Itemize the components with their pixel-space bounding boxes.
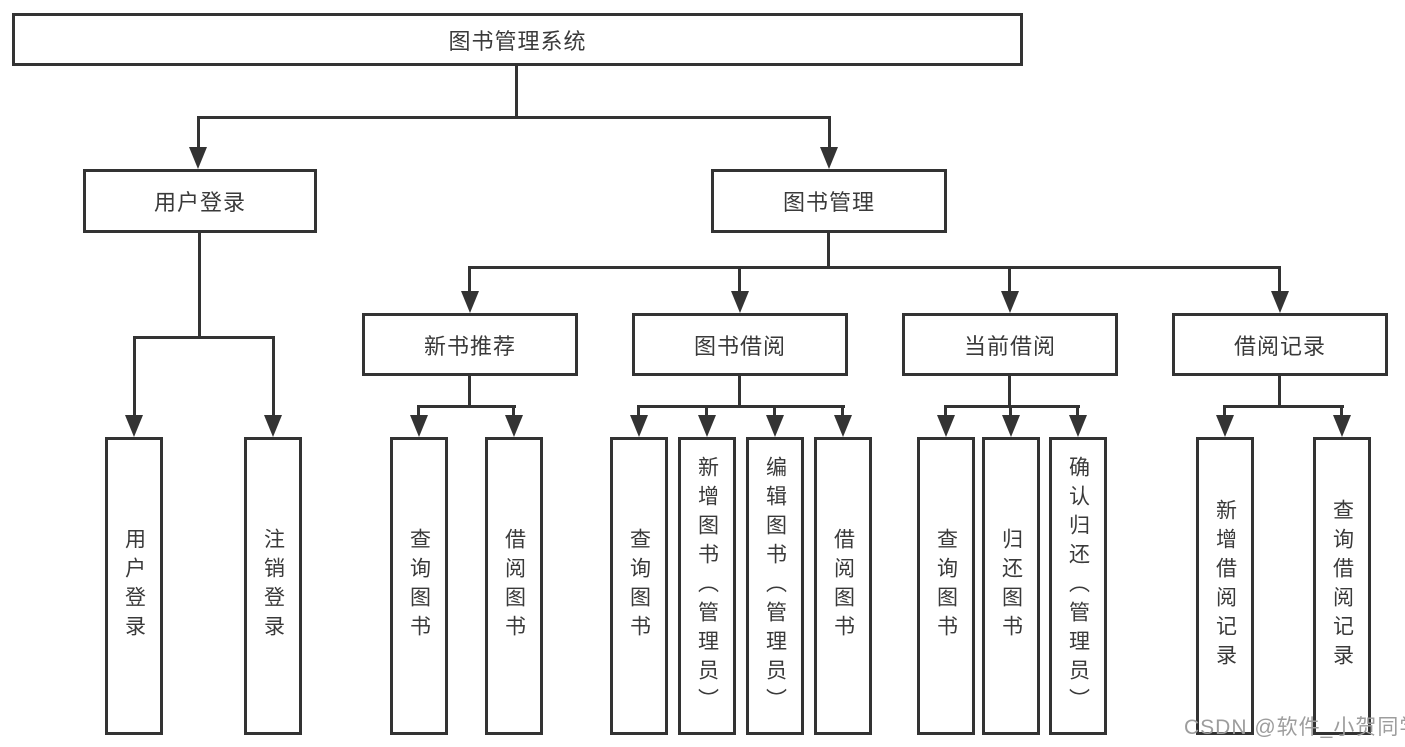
node-root-label: 图书管理系统 [448,28,587,54]
edge-record-leaf2-shaft [1340,405,1343,419]
edge-borrow-rail [638,405,845,408]
leaf-logout-label: 注销登录 [261,528,285,644]
edge-borrow-stem [738,376,741,408]
edge-mgmt-child3-shaft [1008,266,1011,295]
arrowhead-recommend-leaf1-icon [410,415,428,437]
leaf-edit-books-admin: 编辑图书（管理员） [746,437,804,735]
arrowhead-record-leaf2-icon [1333,415,1351,437]
node-user-login: 用户登录 [83,169,317,233]
arrowhead-borrow-leaf1-icon [630,415,648,437]
arrowhead-root-to-mgmt-icon [820,147,838,169]
node-book-management: 图书管理 [711,169,947,233]
leaf-query-books-recommend-label: 查询图书 [407,528,431,644]
node-book-borrow: 图书借阅 [632,313,848,376]
leaf-user-login: 用户登录 [105,437,163,735]
arrowhead-borrow-leaf2-icon [698,415,716,437]
leaf-borrow-books: 借阅图书 [814,437,872,735]
node-new-book-recommend-label: 新书推荐 [423,333,516,359]
leaf-query-borrow-record: 查询借阅记录 [1313,437,1371,735]
edge-record-leaf1-shaft [1223,405,1226,419]
arrowhead-mgmt-child4-icon [1271,291,1289,313]
node-borrow-record-label: 借阅记录 [1233,333,1326,359]
edge-user-leaf2-shaft [272,336,275,420]
edge-mgmt-rail [469,266,1281,269]
node-current-borrow: 当前借阅 [902,313,1118,376]
arrowhead-mgmt-child1-icon [461,291,479,313]
edge-borrow-leaf4-shaft [841,405,844,419]
edge-root-stem [515,66,518,117]
leaf-borrow-books-recommend: 借阅图书 [485,437,543,735]
arrowhead-borrow-leaf4-icon [834,415,852,437]
node-current-borrow-label: 当前借阅 [963,333,1056,359]
arrowhead-mgmt-child3-icon [1001,291,1019,313]
edge-borrow-leaf2-shaft [705,405,708,419]
edge-borrow-leaf1-shaft [637,405,640,419]
leaf-confirm-return-admin: 确认归还（管理员） [1049,437,1107,735]
leaf-query-books-recommend: 查询图书 [390,437,448,735]
leaf-confirm-return-admin-label: 确认归还（管理员） [1066,455,1090,717]
csdn-watermark: CSDN @软件_小贺同学 [1184,716,1405,739]
arrowhead-root-to-user-icon [189,147,207,169]
edge-mgmt-child4-shaft [1278,266,1281,295]
edge-mgmt-stem [827,233,830,269]
arrowhead-user-leaf1-icon [125,415,143,437]
arrowhead-mgmt-child2-icon [731,291,749,313]
leaf-query-books-borrow: 查询图书 [610,437,668,735]
edge-mgmt-child1-shaft [468,266,471,295]
arrowhead-current-leaf2-icon [1002,415,1020,437]
leaf-edit-books-admin-label: 编辑图书（管理员） [763,455,787,717]
arrowhead-recommend-leaf2-icon [505,415,523,437]
edge-recommend-leaf2-shaft [512,405,515,419]
leaf-logout: 注销登录 [244,437,302,735]
leaf-return-books: 归还图书 [982,437,1040,735]
leaf-query-books-borrow-label: 查询图书 [627,528,651,644]
leaf-query-borrow-record-label: 查询借阅记录 [1330,499,1354,673]
edge-user-rail [133,336,275,339]
edge-current-leaf3-shaft [1076,405,1079,419]
leaf-query-books-current: 查询图书 [917,437,975,735]
edge-root-rail [197,116,831,119]
edge-borrow-leaf3-shaft [773,405,776,419]
edge-record-rail [1224,405,1344,408]
edge-current-stem [1008,376,1011,408]
leaf-query-books-current-label: 查询图书 [934,528,958,644]
node-borrow-record: 借阅记录 [1172,313,1388,376]
edge-record-stem [1278,376,1281,408]
arrowhead-user-leaf2-icon [264,415,282,437]
leaf-user-login-label: 用户登录 [122,528,146,644]
edge-current-rail [945,405,1080,408]
node-book-management-label: 图书管理 [782,190,875,215]
leaf-return-books-label: 归还图书 [999,528,1023,644]
edge-root-to-user-shaft [197,116,200,153]
node-root-system: 图书管理系统 [12,13,1023,66]
edge-mgmt-child2-shaft [738,266,741,295]
arrowhead-borrow-leaf3-icon [766,415,784,437]
node-new-book-recommend: 新书推荐 [362,313,578,376]
node-user-login-label: 用户登录 [153,190,246,215]
edge-recommend-rail [418,405,516,408]
edge-current-leaf2-shaft [1009,405,1012,419]
edge-root-to-mgmt-shaft [828,116,831,153]
edge-recommend-stem [468,376,471,408]
edge-current-leaf1-shaft [944,405,947,419]
arrowhead-record-leaf1-icon [1216,415,1234,437]
node-book-borrow-label: 图书借阅 [693,333,786,359]
leaf-add-books-admin: 新增图书（管理员） [678,437,736,735]
leaf-borrow-books-label: 借阅图书 [831,528,855,644]
leaf-add-borrow-record-label: 新增借阅记录 [1213,499,1237,673]
edge-recommend-leaf1-shaft [417,405,420,419]
arrowhead-current-leaf1-icon [937,415,955,437]
edge-user-leaf1-shaft [133,336,136,420]
edge-user-stem [198,233,201,339]
leaf-add-borrow-record: 新增借阅记录 [1196,437,1254,735]
leaf-borrow-books-recommend-label: 借阅图书 [502,528,526,644]
leaf-add-books-admin-label: 新增图书（管理员） [695,455,719,717]
arrowhead-current-leaf3-icon [1069,415,1087,437]
